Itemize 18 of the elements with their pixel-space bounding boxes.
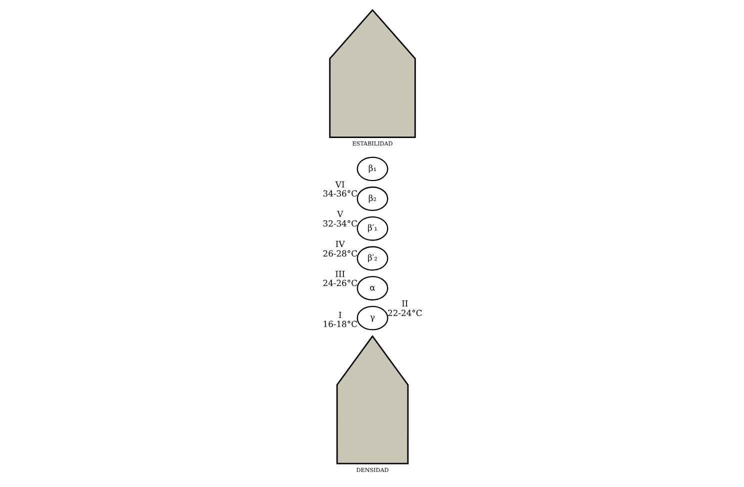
node-label: III <box>334 268 345 279</box>
node-label: 34-36°C <box>322 188 357 199</box>
node-label: I <box>338 310 342 320</box>
node-label: 24-26°C <box>322 278 357 288</box>
node-ellipse: β₁ <box>356 156 388 182</box>
node-label: 26-28°C <box>322 248 357 258</box>
node-ellipse: β₂ <box>356 186 388 211</box>
node-label: IV <box>334 238 344 249</box>
node-ellipse: γ <box>356 306 388 330</box>
node-ellipse: β′₂ <box>356 246 388 271</box>
node-label: V <box>336 209 343 220</box>
node-label: 22-24°C <box>387 308 422 318</box>
node-label: II <box>401 298 408 309</box>
node-label: 32-34°C <box>322 218 357 228</box>
node-ellipse: β′₁ <box>356 216 388 241</box>
node-label: VI <box>334 179 344 190</box>
node-label: 16-18°C <box>322 319 357 330</box>
node-ellipse: α <box>356 276 388 300</box>
